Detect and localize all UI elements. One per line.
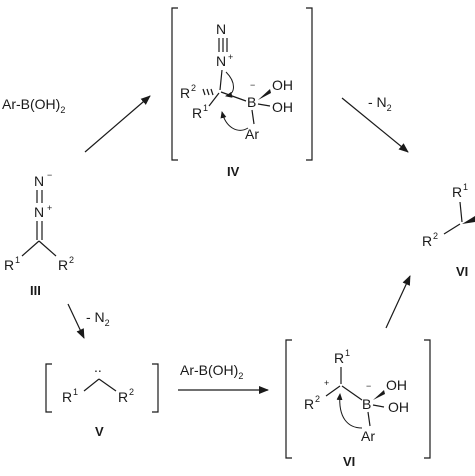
- atom-r2-index: 2: [315, 394, 320, 404]
- atom-r1-index: 1: [345, 348, 350, 358]
- wedge-bond-c-ar: [462, 216, 475, 224]
- bracket-left: [45, 363, 52, 413]
- atom-r1: R: [4, 257, 14, 273]
- curved-arrow-n-leaving: [225, 71, 234, 98]
- atom-n-terminal: N: [34, 173, 44, 189]
- atom-n-central: N: [216, 53, 226, 69]
- atom-r1-index: 1: [203, 103, 208, 113]
- curved-arrow-aryl-migration: [336, 393, 363, 429]
- atom-r2: R: [118, 389, 128, 405]
- atom-b: B: [247, 94, 256, 110]
- atom-r2-index: 2: [433, 231, 438, 241]
- charge-plus-c: +: [324, 378, 329, 388]
- reagent-arylboronic-acid-top: Ar-B(OH)2: [2, 96, 65, 115]
- atom-r2-index: 2: [129, 387, 134, 397]
- atom-r1-index: 1: [463, 182, 468, 192]
- label-vii-partial: VI: [456, 264, 468, 279]
- wedge-bond-b-oh-upper: [258, 89, 271, 100]
- bond-b-ar: [367, 411, 371, 427]
- atom-oh-lower: OH: [272, 99, 293, 115]
- atom-r1: R: [334, 350, 344, 366]
- bond-c-r1: [459, 201, 463, 223]
- compound-vi: R 1 + R 2 − B OH OH Ar VI: [285, 339, 431, 469]
- atom-r1: R: [62, 389, 72, 405]
- bracket-left: [171, 7, 178, 161]
- bond-c-r2: [38, 240, 57, 257]
- arrow-iii-to-iv: [84, 95, 151, 153]
- atom-r2: R: [180, 85, 190, 101]
- bond-n-c: [219, 69, 223, 91]
- wedge-bond-b-oh-upper: [373, 390, 385, 400]
- atom-ar: Ar: [361, 428, 375, 444]
- bond-c-r2: [98, 378, 117, 392]
- reagent-arylboronic-acid-bottom: Ar-B(OH)2: [180, 362, 243, 381]
- label-vi: VI: [343, 454, 355, 469]
- label-v: V: [95, 424, 104, 439]
- compound-vii-partial: R 1 R 2 VI: [422, 182, 475, 279]
- atom-ar: Ar: [245, 126, 259, 142]
- carbene-lone-pair: ..: [94, 359, 102, 375]
- bond-c-b: [341, 385, 363, 401]
- bond-b-ar: [251, 109, 255, 125]
- charge-minus: −: [47, 170, 52, 180]
- compound-iv: N N + R 2 R 1 − B OH OH Ar IV: [171, 7, 313, 179]
- bracket-right: [152, 363, 159, 413]
- label-iii: III: [30, 283, 41, 298]
- bracket-left: [285, 339, 292, 459]
- atom-oh-upper: OH: [272, 77, 293, 93]
- bracket-right: [306, 7, 313, 161]
- bond-b-oh-lower: [257, 103, 271, 107]
- bond-c-b: [220, 91, 247, 102]
- step-n2-loss-top: - N2: [341, 94, 409, 153]
- charge-minus-b: −: [366, 381, 371, 391]
- charge-plus: +: [47, 203, 52, 213]
- hashed-bond-2: [206, 88, 210, 96]
- atom-r2: R: [422, 233, 432, 249]
- bracket-right: [424, 339, 431, 459]
- atom-oh-lower: OH: [388, 399, 409, 415]
- label-iv: IV: [227, 164, 240, 179]
- arrow-vi-to-vii: [385, 275, 411, 329]
- charge-plus: +: [228, 52, 233, 62]
- bond-b-oh-lower: [372, 404, 385, 408]
- hashed-bond-3: [210, 88, 214, 96]
- atom-r2: R: [304, 396, 314, 412]
- atom-r2: R: [58, 257, 68, 273]
- charge-minus-b: −: [250, 80, 255, 90]
- step-boronic-addition: Ar-B(OH)2: [2, 95, 151, 153]
- atom-r1-index: 1: [73, 387, 78, 397]
- atom-r2-index: 2: [191, 83, 196, 93]
- atom-b: B: [362, 396, 371, 412]
- bond-c-r1: [21, 240, 40, 257]
- hashed-bond-1: [202, 88, 206, 96]
- reagent-loss-n2-top: - N2: [368, 94, 392, 113]
- atom-n-terminal: N: [216, 21, 226, 37]
- bond-c-r1: [208, 92, 220, 107]
- reagent-loss-n2-left: - N2: [86, 309, 110, 328]
- step-boronic-addition-bottom: Ar-B(OH)2: [178, 362, 269, 394]
- atom-r2-index: 2: [69, 255, 74, 265]
- step-n2-loss-left: - N2: [67, 303, 110, 339]
- bond-c-r2: [443, 223, 461, 235]
- atom-r1: R: [452, 184, 462, 200]
- atom-r1-index: 1: [15, 255, 20, 265]
- curved-arrow-aryl-migration: [220, 111, 249, 131]
- arrow-iii-to-v: [67, 303, 85, 339]
- compound-iii: N − N + R 1 R 2 III: [4, 170, 74, 298]
- bond-c-r1: [83, 378, 100, 392]
- atom-r1: R: [192, 105, 202, 121]
- compound-v: .. R 1 R 2 V: [45, 359, 159, 439]
- arrow-iv-to-vii: [341, 97, 409, 153]
- atom-oh-upper: OH: [386, 377, 407, 393]
- atom-n-central: N: [34, 204, 44, 220]
- bond-c-r2: [325, 385, 341, 397]
